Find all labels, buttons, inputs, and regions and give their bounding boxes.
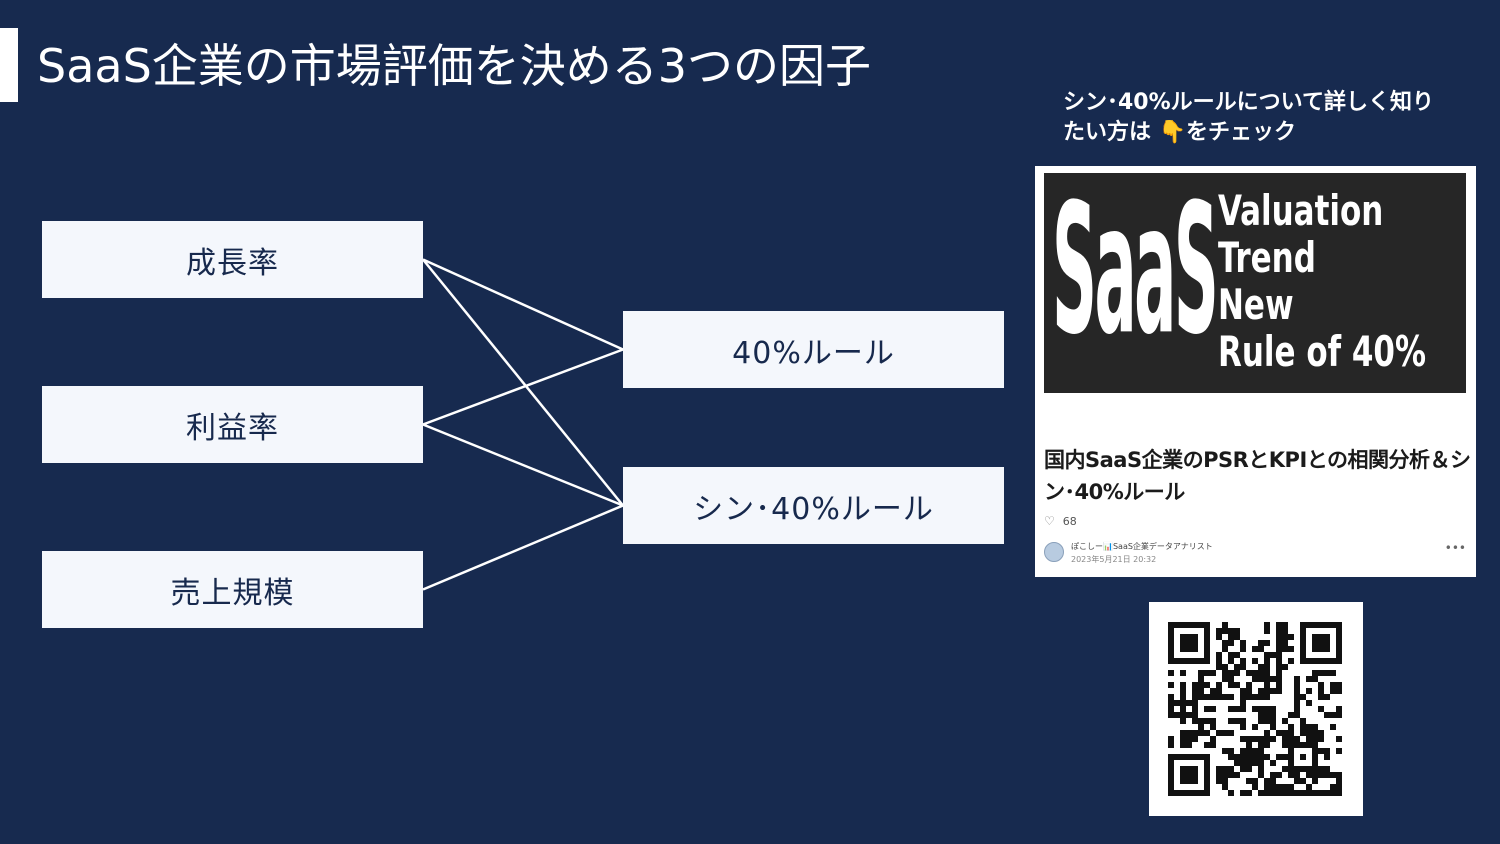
like-count-value: 68 — [1062, 514, 1077, 528]
article-thumbnail[interactable]: SaaS Valuation Trend New Rule of 40% — [1044, 173, 1466, 393]
thumbnail-lines: Valuation Trend New Rule of 40% — [1218, 187, 1426, 375]
article-card[interactable]: SaaS Valuation Trend New Rule of 40% 国内S… — [1035, 166, 1476, 577]
connector-line — [422, 348, 624, 426]
factor-box-revenue-scale: 売上規模 — [42, 551, 423, 628]
more-options-icon[interactable]: ••• — [1444, 541, 1466, 555]
connector-line — [422, 258, 624, 351]
connector-line — [422, 423, 624, 507]
promo-text: シン･40%ルールについて詳しく知りたい方は 👇をチェック — [1063, 90, 1434, 145]
connector-line — [422, 504, 624, 591]
publish-date: 2023年5月21日 20:32 — [1071, 555, 1157, 564]
title-accent-bar — [0, 28, 18, 102]
heart-icon[interactable]: ♡ — [1044, 514, 1055, 528]
slide-title: SaaS企業の市場評価を決める3つの因子 — [37, 39, 872, 93]
thumbnail-saas-text: SaaS — [1052, 173, 1219, 375]
thumbnail-line: Trend — [1218, 233, 1316, 282]
like-count[interactable]: ♡ 68 — [1044, 514, 1077, 528]
connector-line — [422, 258, 624, 507]
factor-box-profit-margin: 利益率 — [42, 386, 423, 463]
rule-box-shin-rule-of-40: シン･40%ルール — [623, 467, 1004, 544]
factor-box-growth-rate: 成長率 — [42, 221, 423, 298]
thumbnail-line: Valuation — [1218, 186, 1384, 235]
author-name[interactable]: ぽこしー📊SaaS企業データアナリスト — [1071, 542, 1213, 551]
qr-code — [1149, 602, 1363, 816]
author-avatar[interactable] — [1044, 542, 1064, 562]
thumbnail-line: Rule of 40% — [1218, 327, 1427, 376]
qr-code-pattern — [1168, 622, 1342, 796]
thumbnail-line: New — [1218, 280, 1294, 329]
article-title[interactable]: 国内SaaS企業のPSRとKPIとの相関分析＆シン･40%ルール — [1044, 448, 1471, 504]
rule-box-rule-of-40: 40%ルール — [623, 311, 1004, 388]
